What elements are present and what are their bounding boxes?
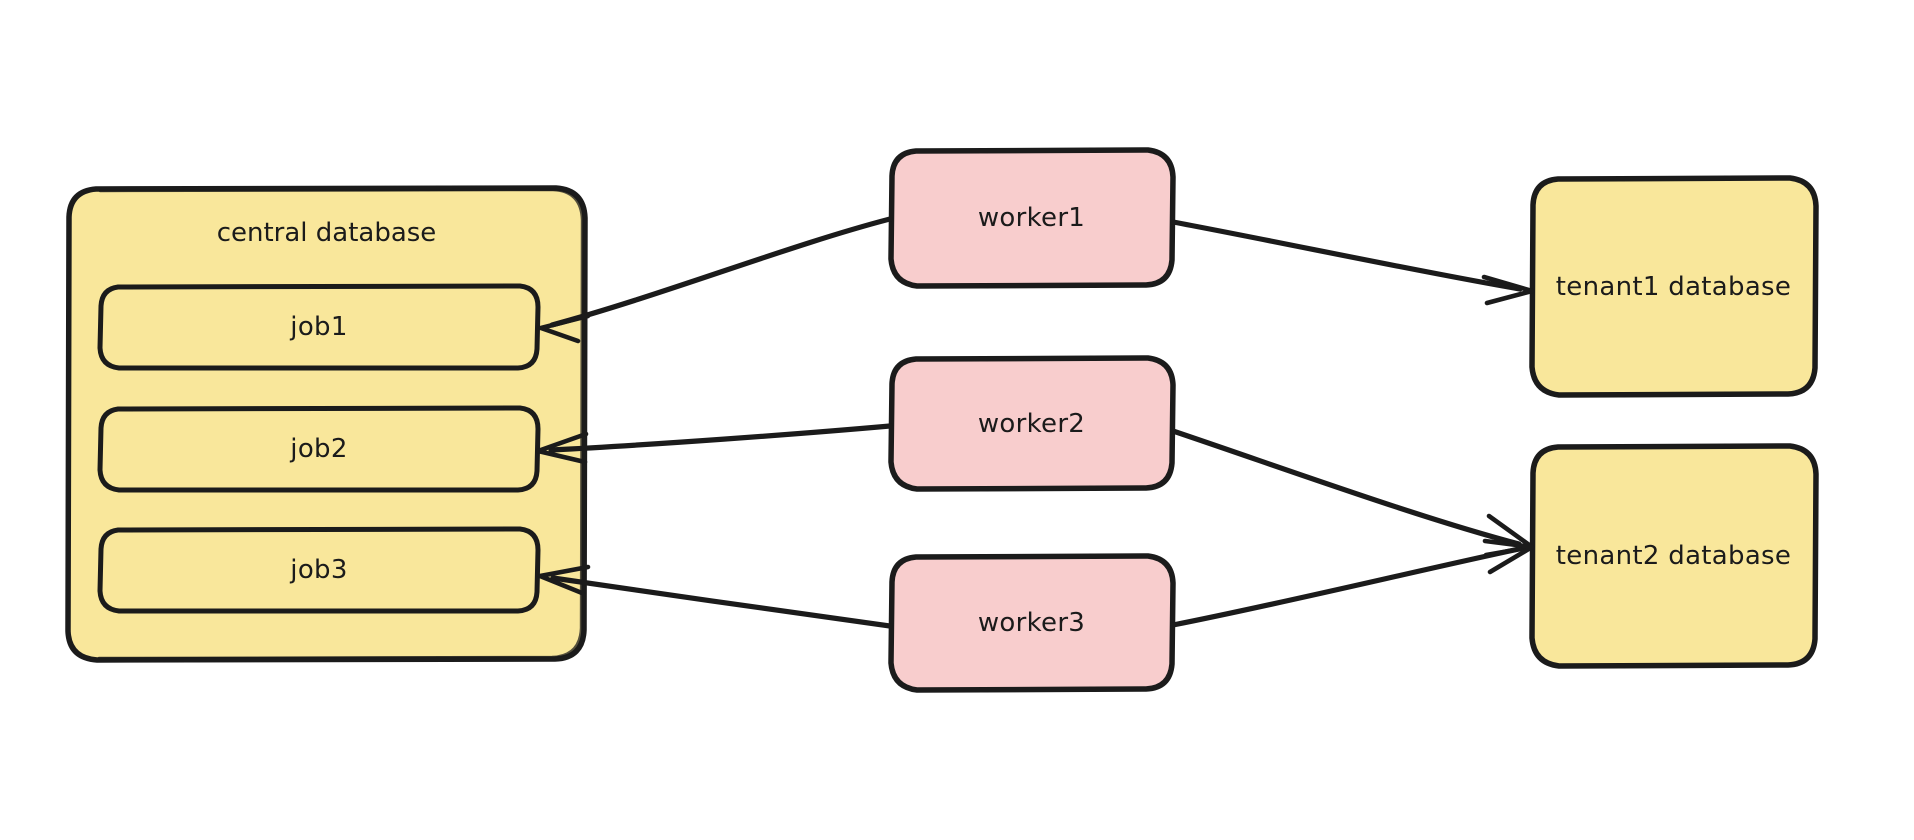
node-job1-shape [97, 283, 541, 371]
edge-worker1-job1[interactable] [538, 216, 893, 344]
edge-worker2-tenant2[interactable] [1170, 428, 1535, 558]
edge-worker1-tenant1[interactable] [1170, 219, 1535, 306]
node-tenant1[interactable] [1529, 175, 1819, 398]
node-worker3-shape [888, 553, 1176, 693]
node-job2[interactable] [97, 405, 541, 493]
edge-worker3-tenant2-line [1170, 546, 1522, 628]
edge-worker1-job1-line [549, 216, 893, 328]
node-job1[interactable] [97, 283, 541, 371]
edge-worker2-job2-line [548, 423, 893, 453]
node-worker2-shape [888, 355, 1176, 492]
edge-worker1-job1-arrowhead [538, 313, 591, 344]
edge-worker3-job3-arrowhead [537, 564, 591, 596]
edge-worker1-tenant1-line [1170, 219, 1523, 292]
edge-worker3-job3-line [550, 575, 893, 629]
node-worker3[interactable] [888, 553, 1176, 693]
edge-worker2-tenant2-line [1170, 428, 1522, 547]
node-job2-shape [97, 405, 541, 493]
node-worker2[interactable] [888, 355, 1176, 492]
edge-worker3-job3[interactable] [537, 564, 893, 629]
node-tenant2-shape [1529, 443, 1819, 669]
edge-worker3-tenant2[interactable] [1170, 538, 1535, 628]
edge-worker3-tenant2-arrowhead [1482, 538, 1535, 575]
node-tenant2[interactable] [1529, 443, 1819, 669]
node-tenant1-shape [1529, 175, 1819, 398]
node-worker1-shape [888, 147, 1176, 289]
group-title-central-database: central database [216, 218, 437, 248]
node-worker1[interactable] [888, 147, 1176, 289]
edge-worker2-job2[interactable] [535, 423, 893, 465]
node-job3-shape [97, 526, 541, 614]
node-job3[interactable] [97, 526, 541, 614]
edge-worker2-job2-arrowhead [535, 431, 589, 465]
group-central-database-sketch-overlay [97, 188, 584, 660]
edge-worker1-tenant1-arrowhead [1481, 274, 1535, 306]
